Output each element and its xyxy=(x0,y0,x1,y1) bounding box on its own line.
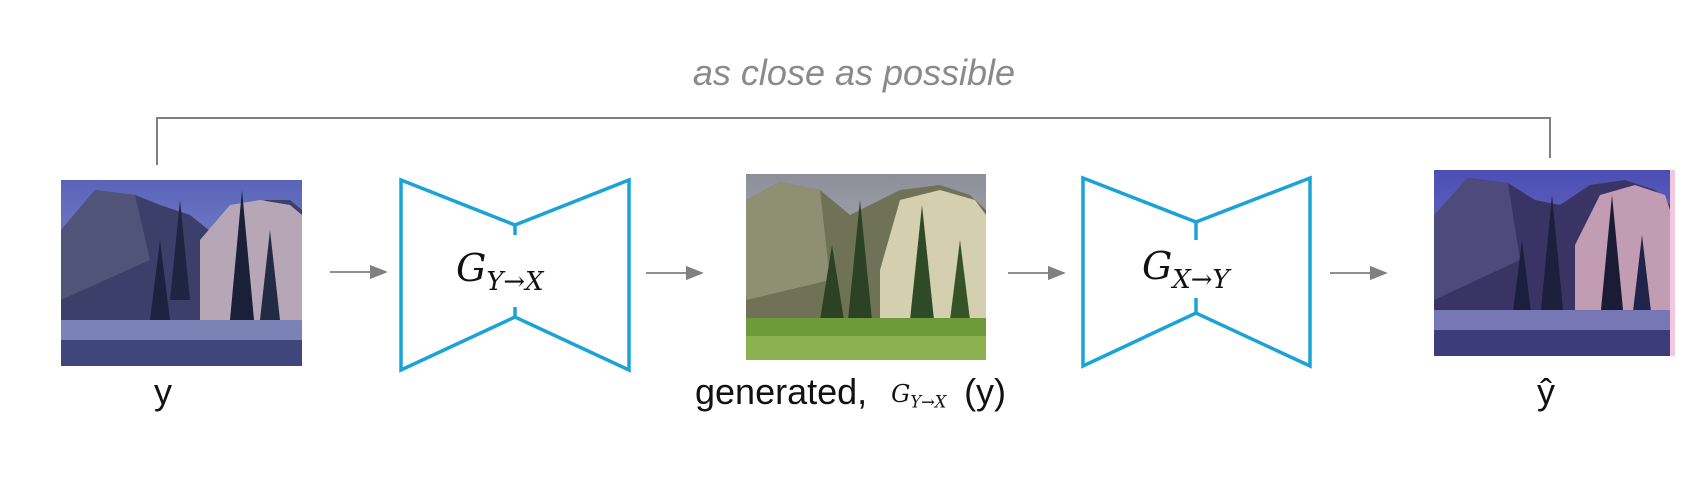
generated-function: GY→X xyxy=(891,380,954,408)
comparison-bracket xyxy=(157,118,1550,165)
generated-text: generated, xyxy=(695,371,867,412)
generated-arg: (y) xyxy=(964,371,1006,412)
output-image xyxy=(1434,170,1675,356)
generated-caption: generated, GY→X (y) xyxy=(695,371,1006,414)
input-caption: y xyxy=(154,371,172,413)
input-image xyxy=(61,180,302,366)
generator-2-label: GX→Y xyxy=(1142,244,1229,295)
generator-1-label: GY→X xyxy=(456,246,543,297)
output-caption: ŷ xyxy=(1537,371,1555,413)
generated-image xyxy=(746,174,986,360)
